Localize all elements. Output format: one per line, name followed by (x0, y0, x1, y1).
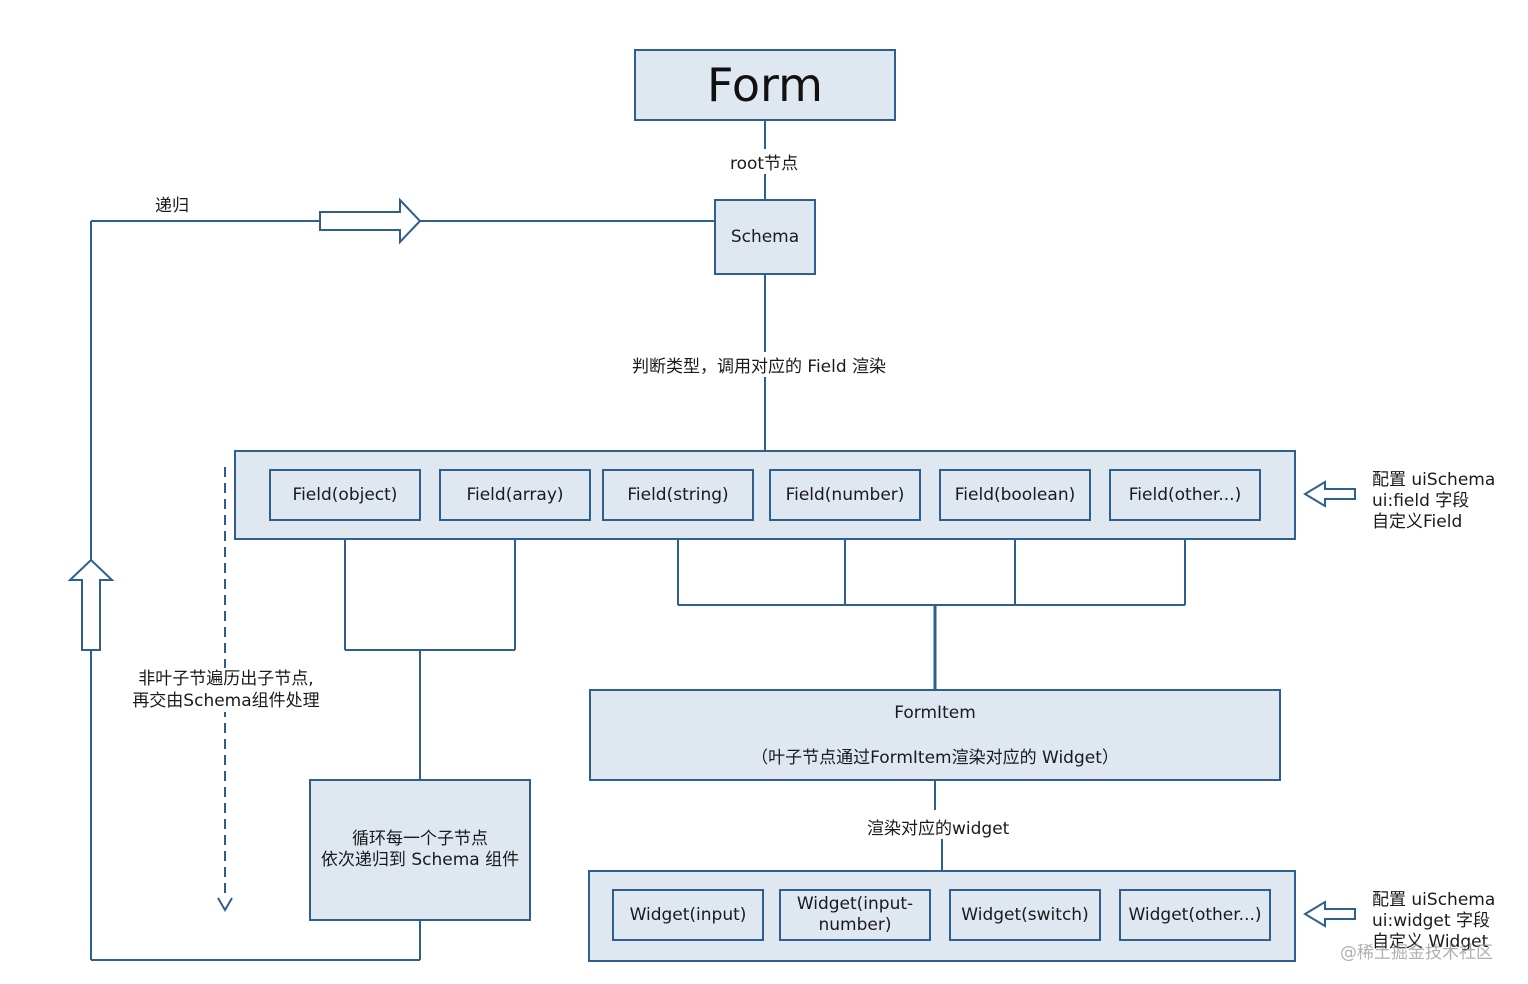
form-node: Form (634, 49, 896, 121)
widget-switch-node: Widget(switch) (949, 889, 1101, 941)
formitem-node: FormItem （叶子节点通过FormItem渲染对应的 Widget） (589, 689, 1281, 781)
field-string-node: Field(string) (602, 469, 754, 521)
widget-input-number-node: Widget(input-number) (779, 889, 931, 941)
non-leaf-line-1: 非叶子节遍历出子节点, (138, 669, 314, 689)
field-number-node: Field(number) (769, 469, 921, 521)
type-dispatch-label: 判断类型，调用对应的 Field 渲染 (632, 352, 887, 377)
loop-children-node: 循环每一个子节点 依次递归到 Schema 组件 (309, 779, 531, 921)
custom-field-line-2: ui:field 字段 (1372, 491, 1470, 511)
loop-line-2: 依次递归到 Schema 组件 (320, 850, 520, 870)
widget-input-node: Widget(input) (612, 889, 764, 941)
recursion-label: 递归 (155, 191, 189, 216)
recursion-arrow-right (319, 197, 422, 245)
field-number-label: Field(number) (785, 485, 905, 505)
custom-widget-line-1: 配置 uiSchema (1372, 890, 1496, 910)
widget-input-number-label: Widget(input-number) (796, 894, 914, 935)
watermark: @稀土掘金技术社区 (1340, 943, 1493, 963)
field-boolean-node: Field(boolean) (939, 469, 1091, 521)
field-other-node: Field(other...) (1109, 469, 1261, 521)
non-leaf-note: 非叶子节遍历出子节点, 再交由Schema组件处理 (110, 668, 342, 712)
custom-field-line-1: 配置 uiSchema (1372, 470, 1496, 490)
widget-input-label: Widget(input) (629, 905, 747, 925)
field-object-node: Field(object) (269, 469, 421, 521)
field-object-label: Field(object) (292, 485, 398, 505)
schema-label: Schema (730, 227, 800, 247)
non-leaf-line-2: 再交由Schema组件处理 (132, 691, 320, 711)
custom-widget-arrow (1303, 900, 1356, 928)
custom-widget-note: 配置 uiSchema ui:widget 字段 自定义 Widget (1372, 890, 1495, 953)
schema-node: Schema (714, 199, 816, 275)
form-title: Form (707, 58, 823, 112)
custom-widget-line-3: 自定义 Widget (1372, 932, 1489, 952)
custom-field-note: 配置 uiSchema ui:field 字段 自定义Field (1372, 470, 1495, 533)
loop-line-1: 循环每一个子节点 (352, 829, 488, 849)
field-string-label: Field(string) (627, 485, 729, 505)
widget-other-node: Widget(other...) (1119, 889, 1271, 941)
custom-widget-line-2: ui:widget 字段 (1372, 911, 1490, 931)
field-array-node: Field(array) (439, 469, 591, 521)
custom-field-arrow (1303, 480, 1356, 508)
recursion-arrow-up (67, 558, 115, 651)
widget-switch-label: Widget(switch) (961, 905, 1089, 925)
field-array-label: Field(array) (466, 485, 564, 505)
formitem-title: FormItem (894, 702, 976, 723)
custom-field-line-3: 自定义Field (1372, 512, 1463, 532)
field-boolean-label: Field(boolean) (954, 485, 1076, 505)
render-widget-label: 渲染对应的widget (867, 814, 1010, 839)
root-label: root节点 (730, 149, 799, 174)
widget-other-label: Widget(other...) (1128, 905, 1262, 925)
field-other-label: Field(other...) (1128, 485, 1242, 505)
formitem-note: （叶子节点通过FormItem渲染对应的 Widget） (751, 747, 1119, 768)
